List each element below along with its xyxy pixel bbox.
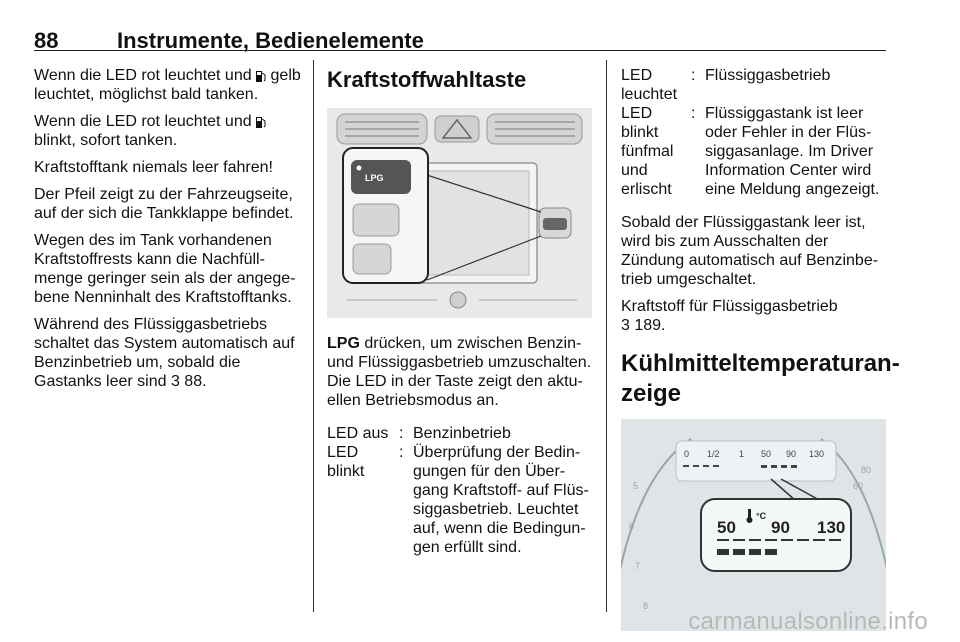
fuel-selector-illustration: LPG [327, 108, 592, 318]
def-colon: : [399, 425, 404, 442]
text: Wenn die LED rot leuchtet und [34, 113, 257, 130]
section-heading-fuel-selector: Kraftstoffwahltaste [327, 67, 527, 92]
svg-text:6: 6 [629, 521, 634, 531]
lpg-keyword: LPG [327, 335, 360, 352]
led-status-list: LED aus : Benzinbetrieb LED blinkt : Übe… [327, 424, 592, 557]
lpg-button-label: LPG [365, 173, 384, 183]
def-colon: : [691, 67, 696, 84]
def-term: LED leuchtet [621, 67, 678, 103]
paragraph-arrow: Der Pfeil zeigt zu der Fahrzeugseite, au… [34, 186, 294, 222]
svg-text:80: 80 [861, 465, 871, 475]
fuel-pump-icon [256, 117, 266, 128]
column-3: LED leuchtet : Flüssiggasbetrieb LED bli… [621, 66, 900, 631]
gauge-tick-90: 90 [771, 518, 790, 537]
column-2: Kraftstoffwahltaste [327, 66, 592, 567]
text: Während des Flüssiggasbetriebs schaltet … [34, 316, 295, 390]
page-number: 88 [34, 28, 59, 53]
thermometer-icon [746, 509, 753, 523]
def-desc: Überprüfung der Bedin-gungen für den Übe… [413, 444, 589, 556]
text: gelb leuchtet, möglichst bald tanken. [34, 67, 301, 103]
mini-tick-label: 0 [684, 449, 689, 459]
mini-tick-label: 90 [786, 449, 796, 459]
gauge-tick-50: 50 [717, 518, 736, 537]
watermark: carmanualsonline.info [688, 608, 928, 635]
mini-tick-label: 1 [739, 449, 744, 459]
mini-tick-label: 50 [761, 449, 771, 459]
led-status-list-2: LED leuchtet : Flüssiggasbetrieb LED bli… [621, 66, 886, 199]
paragraph-led-yellow: Wenn die LED rot leuchtet und gelb leuch… [34, 66, 302, 104]
fuel-pump-icon [256, 71, 266, 82]
text: drücken, um zwischen Benzin- und Flüssig… [327, 335, 592, 409]
svg-text:7: 7 [635, 561, 640, 571]
dashboard-drawing: LPG [327, 108, 592, 318]
column-divider-1 [313, 60, 314, 612]
svg-text:8: 8 [643, 601, 648, 611]
page-reference-link[interactable]: 3 189. [621, 317, 666, 334]
svg-text:5: 5 [633, 481, 638, 491]
column-1: Wenn die LED rot leuchtet und gelb leuch… [34, 66, 302, 399]
header-rule [34, 50, 886, 51]
svg-text:60: 60 [853, 481, 863, 491]
text: Wenn die LED rot leuchtet und [34, 67, 257, 84]
paragraph-rest-fuel: Wegen des im Tank vorhandenen Kraftstoff… [34, 232, 296, 306]
page-title: Instrumente, Bedienelemente [117, 28, 424, 53]
degree-celsius-label: °C [756, 511, 767, 521]
mini-tick-label: 1/2 [707, 449, 720, 459]
paragraph-lpg-fuel: Kraftstoff für Flüssiggasbetrieb 3 189. [621, 297, 886, 335]
def-desc: Flüssiggasbetrieb [705, 67, 831, 84]
text: blinkt, sofort tanken. [34, 132, 178, 149]
column-divider-2 [606, 60, 607, 612]
text: . [202, 373, 207, 390]
coolant-gauge-illustration: 5 6 7 8 60 80 0 1/2 1 50 90 130 50 [621, 419, 886, 631]
section-heading-coolant: Kühlmitteltemperaturan-zeige [621, 350, 900, 407]
def-term: LED aus [327, 425, 389, 442]
def-colon: : [399, 444, 404, 461]
gauge-drawing: 5 6 7 8 60 80 0 1/2 1 50 90 130 50 [621, 419, 886, 631]
def-desc: Flüssiggastank ist leer oder Fehler in d… [705, 105, 880, 198]
paragraph-auto-switch: Sobald der Flüssiggastank leer ist, wird… [621, 214, 879, 288]
text: Kraftstoff für Flüssiggasbetrieb [621, 298, 838, 315]
paragraph-never-empty: Kraftstofftank niemals leer fahren! [34, 159, 273, 176]
paragraph-lpg-press: LPG drücken, um zwischen Benzin- und Flü… [327, 334, 592, 410]
def-colon: : [691, 105, 696, 122]
paragraph-led-blink: Wenn die LED rot leuchtet und blinkt, so… [34, 112, 302, 150]
def-term: LED blinkt [327, 444, 365, 480]
page-reference-link[interactable]: 3 88 [170, 373, 203, 390]
paragraph-lpg-switch: Während des Flüssiggasbetriebs schaltet … [34, 315, 302, 391]
mini-tick-label: 130 [809, 449, 824, 459]
def-desc: Benzinbetrieb [413, 425, 511, 442]
def-term: LED blinkt fünfmal und erlischt [621, 105, 674, 198]
gauge-tick-130: 130 [817, 518, 845, 537]
page-header: 88 Instrumente, Bedienelemente [0, 0, 960, 53]
